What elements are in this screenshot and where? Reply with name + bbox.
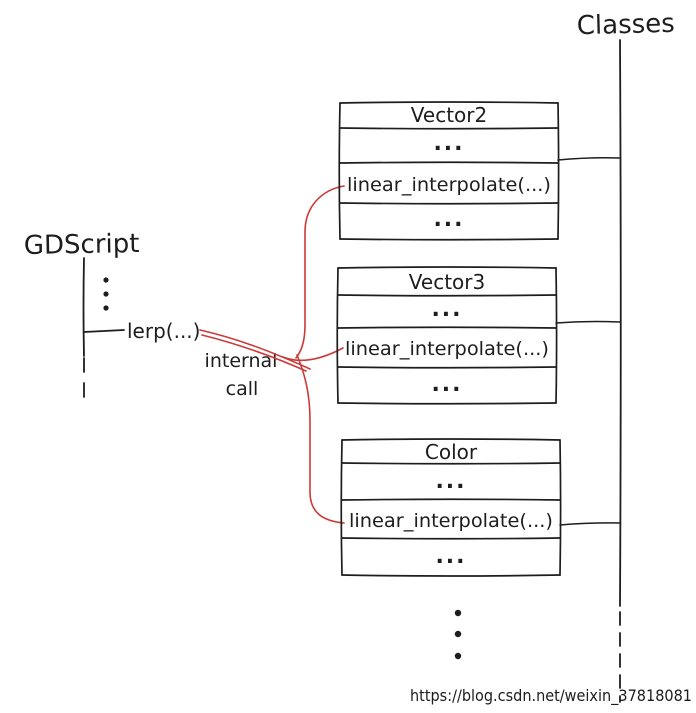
internal-call-note-line2: call bbox=[226, 378, 259, 400]
box-border bbox=[337, 402, 557, 405]
box-row-divider bbox=[337, 294, 557, 297]
more-classes-ellipsis-dot bbox=[454, 609, 462, 617]
class-row-ellipsis-top: ... bbox=[431, 297, 462, 322]
gdscript-stem-line bbox=[82, 257, 85, 357]
more-classes-ellipsis-dot bbox=[454, 652, 462, 660]
box-border bbox=[557, 102, 560, 240]
box-border bbox=[340, 439, 343, 576]
gdscript-label: GDScript bbox=[24, 229, 140, 261]
box-border bbox=[339, 101, 559, 104]
box-row-divider bbox=[341, 498, 561, 501]
call-curve-vector3 bbox=[282, 347, 344, 362]
box-border bbox=[338, 102, 341, 240]
box-row-divider bbox=[339, 161, 559, 164]
connector-vector2 bbox=[557, 157, 621, 161]
internal-call-note-line1: internal bbox=[205, 350, 278, 372]
class-box-vector3: Vector3 ... linear_interpolate(...) ... bbox=[336, 266, 558, 405]
box-row-divider bbox=[337, 366, 557, 369]
class-method-row: linear_interpolate(...) bbox=[349, 510, 553, 532]
connector-color bbox=[559, 522, 621, 526]
box-border bbox=[341, 438, 561, 441]
classes-axis-line bbox=[619, 39, 622, 607]
class-title: Vector2 bbox=[411, 103, 487, 127]
box-border bbox=[337, 266, 557, 269]
box-row-divider bbox=[339, 127, 559, 130]
call-curve-vector2 bbox=[295, 185, 345, 359]
box-border bbox=[336, 267, 339, 404]
lerp-branch-tick bbox=[83, 329, 125, 333]
class-box-vector2: Vector2 ... linear_interpolate(...) ... bbox=[338, 101, 560, 241]
box-border bbox=[555, 267, 558, 404]
more-classes-ellipsis-dot bbox=[454, 630, 462, 638]
class-row-ellipsis-top: ... bbox=[435, 469, 466, 494]
box-row-divider bbox=[341, 537, 561, 540]
class-row-ellipsis-top: ... bbox=[433, 131, 464, 156]
box-border bbox=[341, 574, 561, 577]
classes-header-label: Classes bbox=[576, 9, 675, 42]
gdscript-ellipsis-dot bbox=[103, 277, 109, 283]
call-curve-color bbox=[296, 354, 345, 524]
class-row-ellipsis-bottom: ... bbox=[433, 207, 464, 232]
class-box-color: Color ... linear_interpolate(...) ... bbox=[340, 438, 562, 577]
box-row-divider bbox=[339, 202, 559, 205]
gdscript-ellipsis-dot bbox=[103, 291, 109, 297]
gdscript-ellipsis-dot bbox=[103, 305, 109, 311]
class-row-ellipsis-bottom: ... bbox=[435, 544, 466, 569]
lerp-link-stroke-b bbox=[201, 334, 307, 372]
class-row-ellipsis-bottom: ... bbox=[431, 372, 462, 397]
box-border bbox=[339, 238, 559, 241]
lerp-link-stroke-a bbox=[199, 329, 311, 370]
box-border bbox=[559, 439, 562, 576]
class-title: Vector3 bbox=[409, 270, 485, 294]
class-method-row: linear_interpolate(...) bbox=[347, 174, 551, 196]
watermark: https://blog.csdn.net/weixin_37818081 bbox=[410, 686, 692, 706]
class-method-row: linear_interpolate(...) bbox=[345, 338, 549, 360]
connector-vector3 bbox=[555, 320, 621, 324]
box-row-divider bbox=[337, 326, 557, 329]
class-title: Color bbox=[425, 440, 478, 464]
lerp-method-label: lerp(...) bbox=[127, 319, 200, 343]
box-row-divider bbox=[341, 462, 561, 465]
